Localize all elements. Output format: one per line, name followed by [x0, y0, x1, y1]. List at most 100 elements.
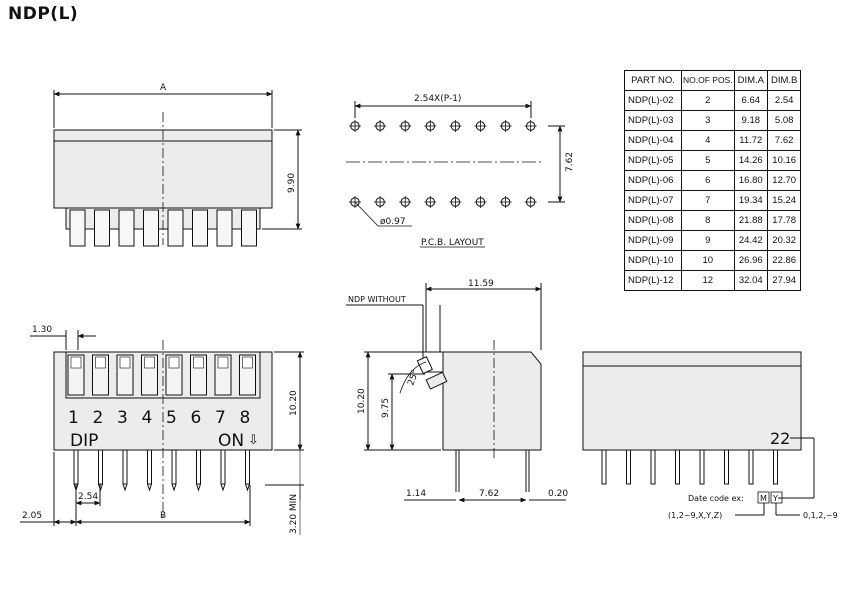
table-cell: 17.78 [766, 210, 802, 231]
top-keys [67, 354, 256, 396]
pin-tip [171, 483, 177, 492]
table-cell: 15.24 [766, 190, 802, 211]
side-view [346, 283, 566, 503]
back-view [582, 351, 815, 516]
pin [773, 449, 778, 485]
actuator-key [167, 209, 184, 247]
top-height-label: 10.20 [289, 390, 299, 416]
pin [122, 449, 128, 485]
table-cell: NDP(L)-08 [624, 210, 682, 231]
table-cell: NDP(L)-06 [624, 170, 682, 191]
side-height-outer-label: 10.20 [357, 388, 367, 414]
table-cell: 14.26 [733, 150, 768, 171]
pin [626, 449, 631, 485]
dim-pitch-label: 2.54 [78, 492, 98, 502]
pcb-holes [349, 120, 537, 208]
table-cell: 6 [681, 170, 735, 191]
table-cell: 3 [681, 110, 735, 131]
front-height-label: 9.90 [287, 173, 297, 193]
header-dim-b: DIM.B [766, 70, 802, 91]
month-box-label: M [760, 494, 767, 503]
position-number: 3 [117, 408, 128, 428]
pin [748, 449, 754, 485]
ndp-without-label: NDP WITHOUT [348, 295, 406, 304]
actuator-key [192, 209, 208, 247]
on-arrow-icon: ⇩ [248, 433, 259, 448]
pin-tip [220, 483, 226, 492]
table-cell: 2 [681, 90, 735, 111]
actuator-knob [217, 356, 229, 369]
back-body [582, 351, 802, 451]
pin [98, 449, 103, 485]
actuator-key [216, 209, 233, 247]
pin [73, 449, 79, 485]
position-number: 6 [191, 408, 202, 428]
date-code-caption: Date code ex: [688, 494, 744, 503]
table-cell: 9 [681, 230, 735, 251]
actuator-key [118, 209, 135, 247]
dim-b-label: B [160, 511, 166, 521]
on-label: ON [218, 431, 244, 451]
date-code-value: 22 [770, 429, 790, 448]
pin-tip [245, 483, 250, 492]
table-cell: 16.80 [733, 170, 768, 191]
actuator-knob [144, 356, 155, 369]
actuator-knob [242, 356, 253, 369]
pin [675, 449, 680, 485]
table-cell: 8 [681, 210, 735, 231]
table-cell: 12 [681, 270, 735, 291]
pin [724, 449, 729, 485]
position-number: 7 [215, 408, 226, 428]
actuator-knob [95, 356, 106, 369]
table-cell: 2.54 [766, 90, 802, 111]
table-cell: 24.42 [733, 230, 768, 251]
dim-1-30-label: 1.30 [32, 325, 52, 335]
table-cell: 10.16 [766, 150, 802, 171]
side-pin-spacing-label: 7.62 [479, 489, 499, 499]
table-cell: 27.94 [766, 270, 802, 291]
table-cell: 9.18 [733, 110, 768, 131]
table-cell: 19.34 [733, 190, 768, 211]
table-cell: 4 [681, 130, 735, 151]
table-cell: 20.32 [766, 230, 802, 251]
actuator-knob [70, 356, 82, 369]
front-keys [69, 209, 257, 247]
table-cell: NDP(L)-03 [624, 110, 682, 131]
table-cell: NDP(L)-10 [624, 250, 682, 271]
header-dim-a: DIM.A [733, 70, 768, 91]
table-cell: 12.70 [766, 170, 802, 191]
year-box-label: Y [772, 494, 778, 503]
pin [245, 449, 250, 485]
table-cell: 11.72 [733, 130, 768, 151]
side-pin-thickness-label: 0.20 [548, 489, 568, 499]
pcb-pitch-label: 2.54X(P-1) [414, 94, 461, 104]
dim-offset-label: 2.05 [22, 511, 42, 521]
month-range-label: (1,2~9,X,Y,Z) [668, 511, 722, 520]
pin-tip [196, 483, 201, 492]
pcb-hole-diameter-label: ø0.97 [380, 217, 406, 227]
table-cell: 21.88 [733, 210, 768, 231]
table-cell: 10 [681, 250, 735, 271]
actuator-knob [168, 356, 180, 369]
actuator-key [69, 209, 86, 247]
position-number: 4 [142, 408, 153, 428]
actuator-knob [193, 356, 204, 369]
table-cell: 7 [681, 190, 735, 211]
top-view [20, 330, 304, 535]
month-box [757, 491, 770, 504]
side-body [442, 351, 542, 451]
table-cell: NDP(L)-07 [624, 190, 682, 211]
position-number: 5 [166, 408, 177, 428]
pin [171, 449, 177, 485]
year-range-label: 0,1,2,~9 [803, 511, 838, 520]
table-cell: 26.96 [733, 250, 768, 271]
